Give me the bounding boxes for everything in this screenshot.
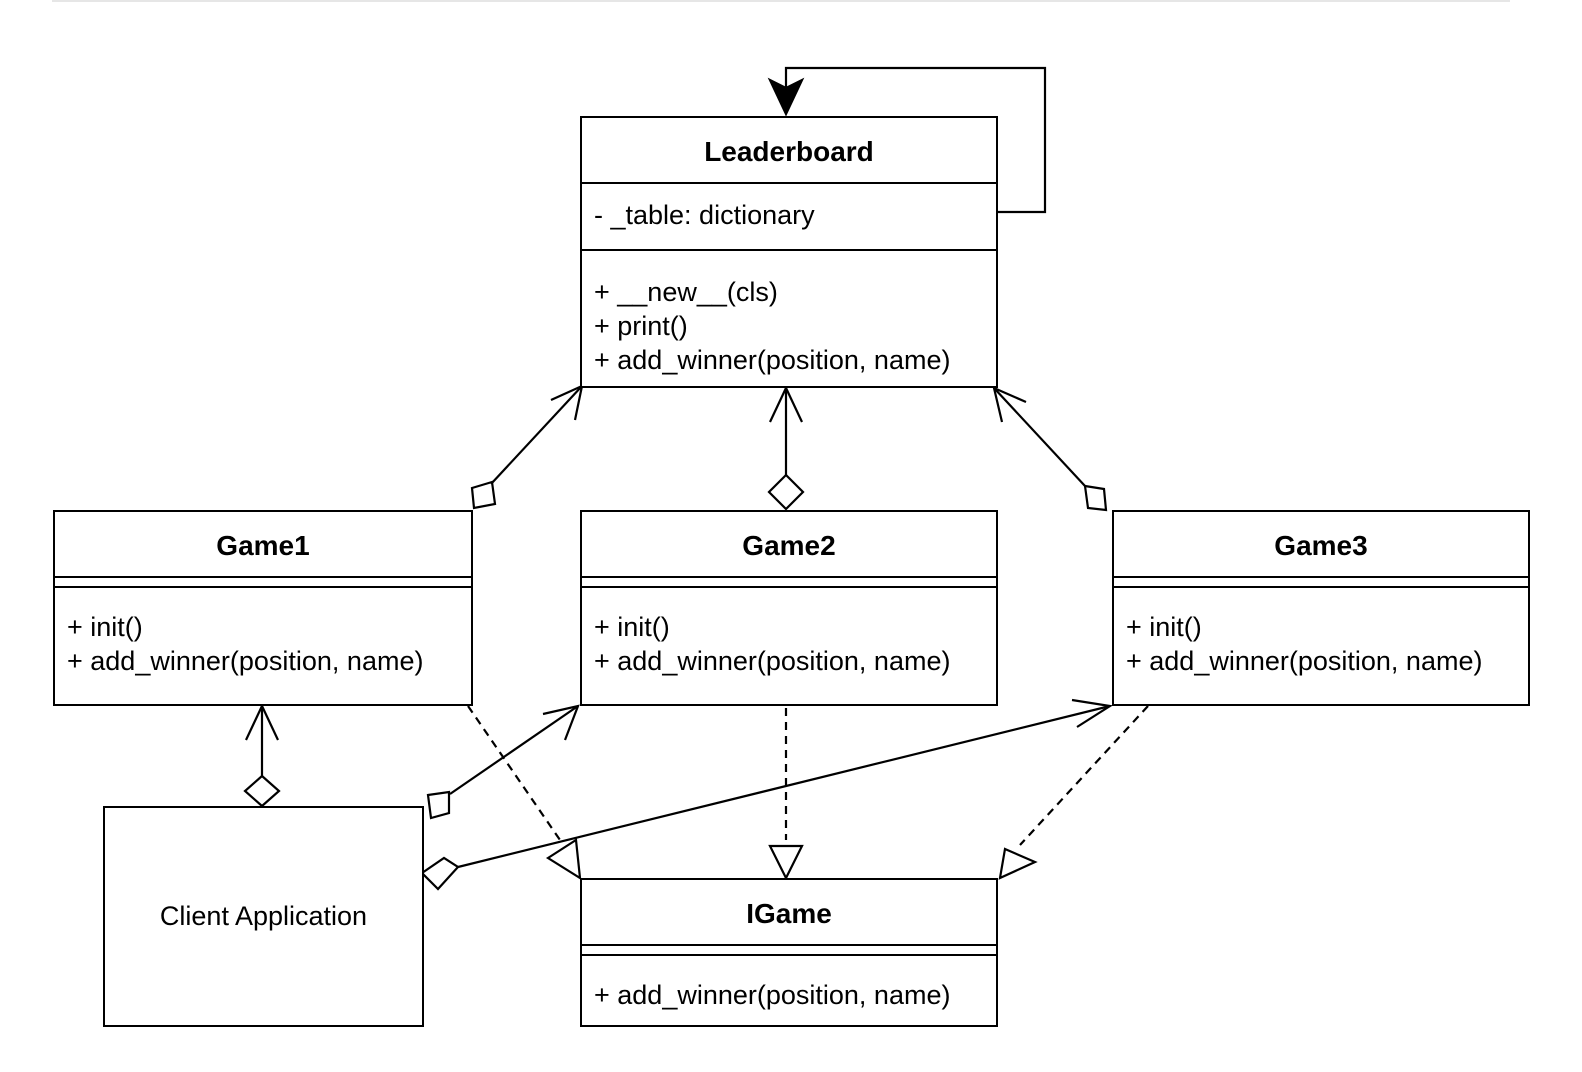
client-game3-line	[457, 704, 1111, 869]
client-game3-arrowhead	[1071, 698, 1114, 728]
leaderboard-method: + add_winner(position, name)	[594, 345, 951, 375]
game1-igame-triangle	[545, 838, 582, 881]
game3-leaderboard-arrowhead	[992, 386, 1027, 423]
game2-title-divider	[582, 576, 996, 578]
client-game2-diamond	[426, 790, 451, 820]
leaderboard-methods: + __new__(cls) + print() + add_winner(po…	[594, 275, 992, 377]
game3-igame-triangle	[998, 847, 1038, 880]
top-divider	[52, 0, 1510, 2]
leaderboard-title: Leaderboard	[704, 136, 874, 167]
game1-attributes-divider	[55, 586, 471, 588]
self-association-line	[784, 66, 1047, 214]
game1-leaderboard-line	[490, 385, 583, 485]
client-game3-diamond	[420, 856, 460, 891]
client-game2-arrowhead	[542, 704, 580, 741]
game1-method: + add_winner(position, name)	[67, 646, 424, 676]
client-application-box[interactable]: Client Application	[103, 806, 424, 1027]
client-game1-arrowhead	[245, 703, 279, 741]
game2-method: + add_winner(position, name)	[594, 646, 951, 676]
game3-method: + add_winner(position, name)	[1126, 646, 1483, 676]
game3-aggregation-diamond	[1083, 484, 1108, 512]
igame-title: IGame	[746, 898, 832, 929]
game2-class[interactable]: Game2 + init() + add_winner(position, na…	[580, 510, 998, 706]
game2-method: + init()	[594, 612, 670, 642]
igame-title-divider	[582, 944, 996, 946]
game3-attributes-divider	[1114, 586, 1528, 588]
leaderboard-attribute: - _table: dictionary	[594, 200, 815, 230]
leaderboard-method: + print()	[594, 311, 688, 341]
igame-methods: + add_winner(position, name)	[594, 978, 992, 1012]
client-game2-line	[449, 705, 579, 795]
game3-method: + init()	[1126, 612, 1202, 642]
self-association-arrowhead	[767, 77, 805, 117]
game1-method: + init()	[67, 612, 143, 642]
game2-leaderboard-arrowhead	[769, 385, 803, 423]
game3-methods: + init() + add_winner(position, name)	[1126, 610, 1524, 678]
leaderboard-method: + __new__(cls)	[594, 277, 778, 307]
game3-class[interactable]: Game3 + init() + add_winner(position, na…	[1112, 510, 1530, 706]
leaderboard-class[interactable]: Leaderboard - _table: dictionary + __new…	[580, 116, 998, 388]
game2-attributes-divider	[582, 586, 996, 588]
game1-title: Game1	[216, 530, 310, 561]
game1-aggregation-diamond	[470, 480, 497, 510]
game2-title: Game2	[742, 530, 836, 561]
igame-method: + add_winner(position, name)	[594, 980, 951, 1010]
igame-interface[interactable]: IGame + add_winner(position, name)	[580, 878, 998, 1027]
client-game1-diamond	[243, 774, 281, 808]
leaderboard-attributes: - _table: dictionary	[594, 198, 992, 232]
game3-title-divider	[1114, 576, 1528, 578]
leaderboard-attributes-divider	[582, 249, 996, 251]
game3-leaderboard-line	[993, 387, 1086, 487]
client-application-label: Client Application	[159, 901, 368, 931]
leaderboard-title-divider	[582, 182, 996, 184]
game2-methods: + init() + add_winner(position, name)	[594, 610, 992, 678]
game3-igame-realization-line	[1019, 705, 1149, 846]
game1-title-divider	[55, 576, 471, 578]
game1-methods: + init() + add_winner(position, name)	[67, 610, 467, 678]
game1-class[interactable]: Game1 + init() + add_winner(position, na…	[53, 510, 473, 706]
game3-title: Game3	[1274, 530, 1368, 561]
game2-aggregation-diamond	[767, 473, 805, 511]
game2-igame-triangle	[768, 844, 804, 881]
igame-attributes-divider	[582, 954, 996, 956]
